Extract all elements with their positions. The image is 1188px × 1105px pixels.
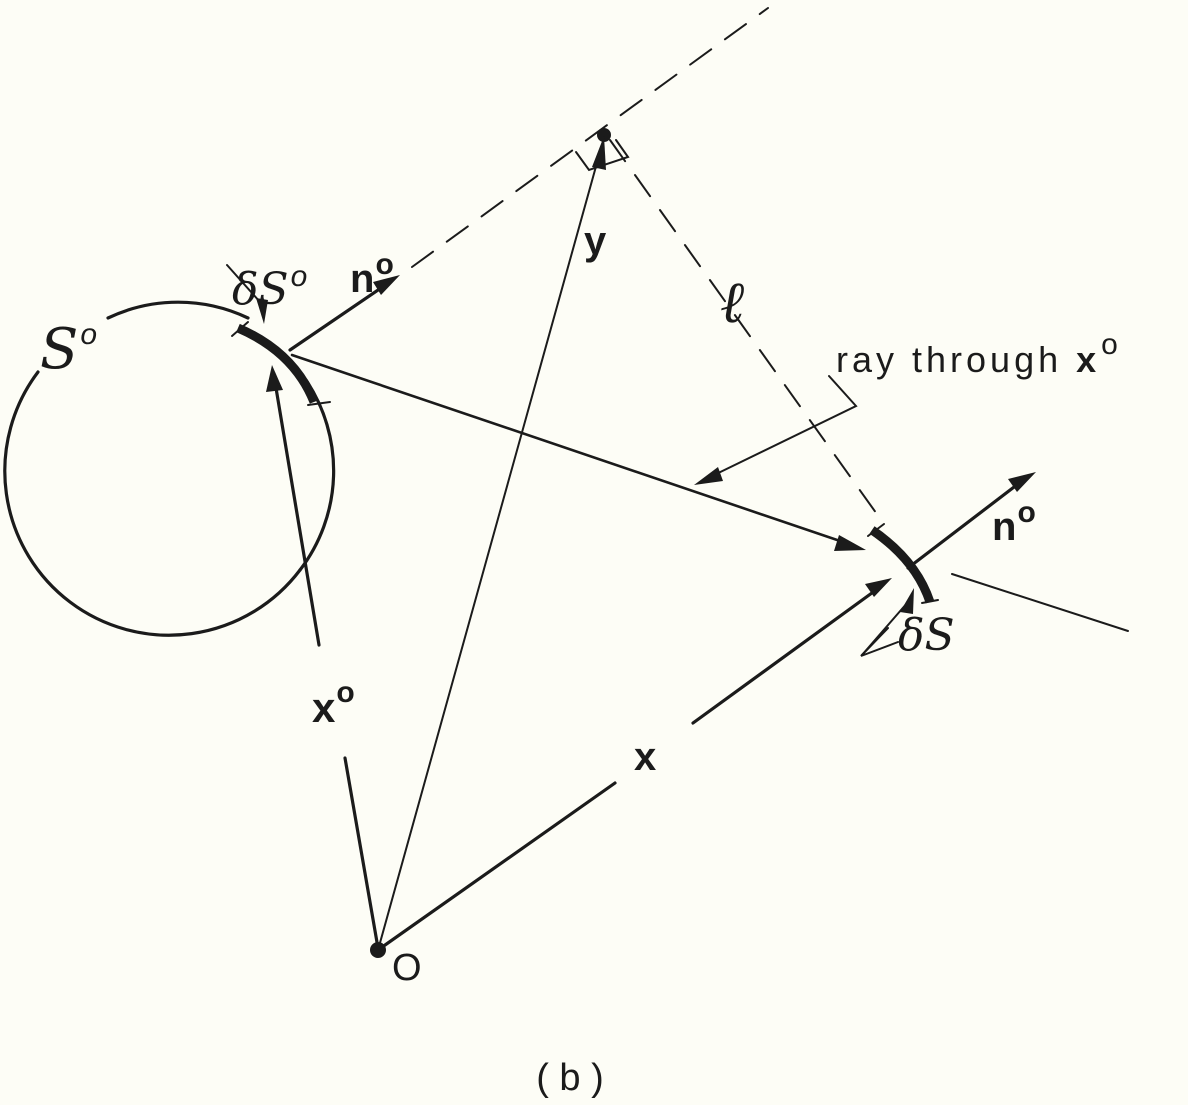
delta-s0-tick-left bbox=[231, 321, 249, 337]
surface-s0-circle-right bbox=[298, 378, 336, 572]
dashed-line-ell bbox=[609, 139, 885, 525]
delta-s0-element bbox=[236, 323, 319, 404]
normal-n0-right-line bbox=[906, 482, 1020, 570]
delta-s-pointer bbox=[860, 627, 899, 657]
label-surface-s0: So bbox=[40, 317, 97, 382]
normal-n0-left-arrowhead bbox=[373, 275, 400, 295]
delta-s-pointer-shaft bbox=[861, 601, 909, 656]
right-angle-marker-y bbox=[575, 139, 630, 172]
vector-x-lower bbox=[376, 781, 617, 952]
delta-s-tick-bottom bbox=[921, 599, 939, 604]
ray-x0-to-x bbox=[290, 353, 848, 545]
delta-s-tick-top bbox=[867, 523, 885, 537]
label-delta-s0: δSo bbox=[232, 260, 307, 315]
origin-point bbox=[370, 942, 386, 958]
delta-s-element bbox=[869, 526, 935, 604]
label-origin: O bbox=[392, 947, 422, 989]
vector-x-arrowhead bbox=[865, 578, 892, 597]
label-n0-right: no bbox=[992, 496, 1036, 549]
surface-s0-circle bbox=[106, 300, 250, 320]
figure-caption: ( b ) bbox=[536, 1057, 604, 1099]
point-y bbox=[597, 128, 611, 142]
vector-x-upper bbox=[691, 588, 878, 725]
label-delta-s: δS bbox=[898, 610, 955, 661]
delta-s0-pointer bbox=[226, 264, 261, 303]
label-x0: xo bbox=[312, 676, 355, 731]
ray-arrowhead bbox=[834, 535, 866, 551]
normal-n0-left-line bbox=[288, 284, 386, 352]
label-ell: ℓ bbox=[720, 268, 744, 336]
dashed-line-through-y bbox=[411, 7, 769, 268]
normal-n0-right-arrowhead bbox=[1008, 472, 1036, 492]
delta-s0-tick-right bbox=[307, 401, 331, 406]
label-ray-through: ray through xo bbox=[836, 328, 1122, 380]
vector-x0-arrowhead bbox=[266, 365, 283, 392]
label-y: y bbox=[584, 219, 607, 263]
surface-s0-circle-lower bbox=[3, 370, 302, 637]
ray-label-pointer bbox=[707, 375, 858, 479]
vector-y-arrowhead bbox=[592, 136, 606, 170]
vector-x0-lower bbox=[343, 756, 380, 950]
vector-x0-upper bbox=[273, 380, 321, 647]
delta-s0-pointer-arrowhead bbox=[256, 298, 268, 324]
label-n0-left: no bbox=[350, 248, 394, 301]
label-x: x bbox=[634, 735, 656, 779]
vector-y-line bbox=[377, 151, 601, 951]
ray-label-arrowhead bbox=[694, 467, 723, 485]
tangent-line bbox=[951, 573, 1129, 632]
